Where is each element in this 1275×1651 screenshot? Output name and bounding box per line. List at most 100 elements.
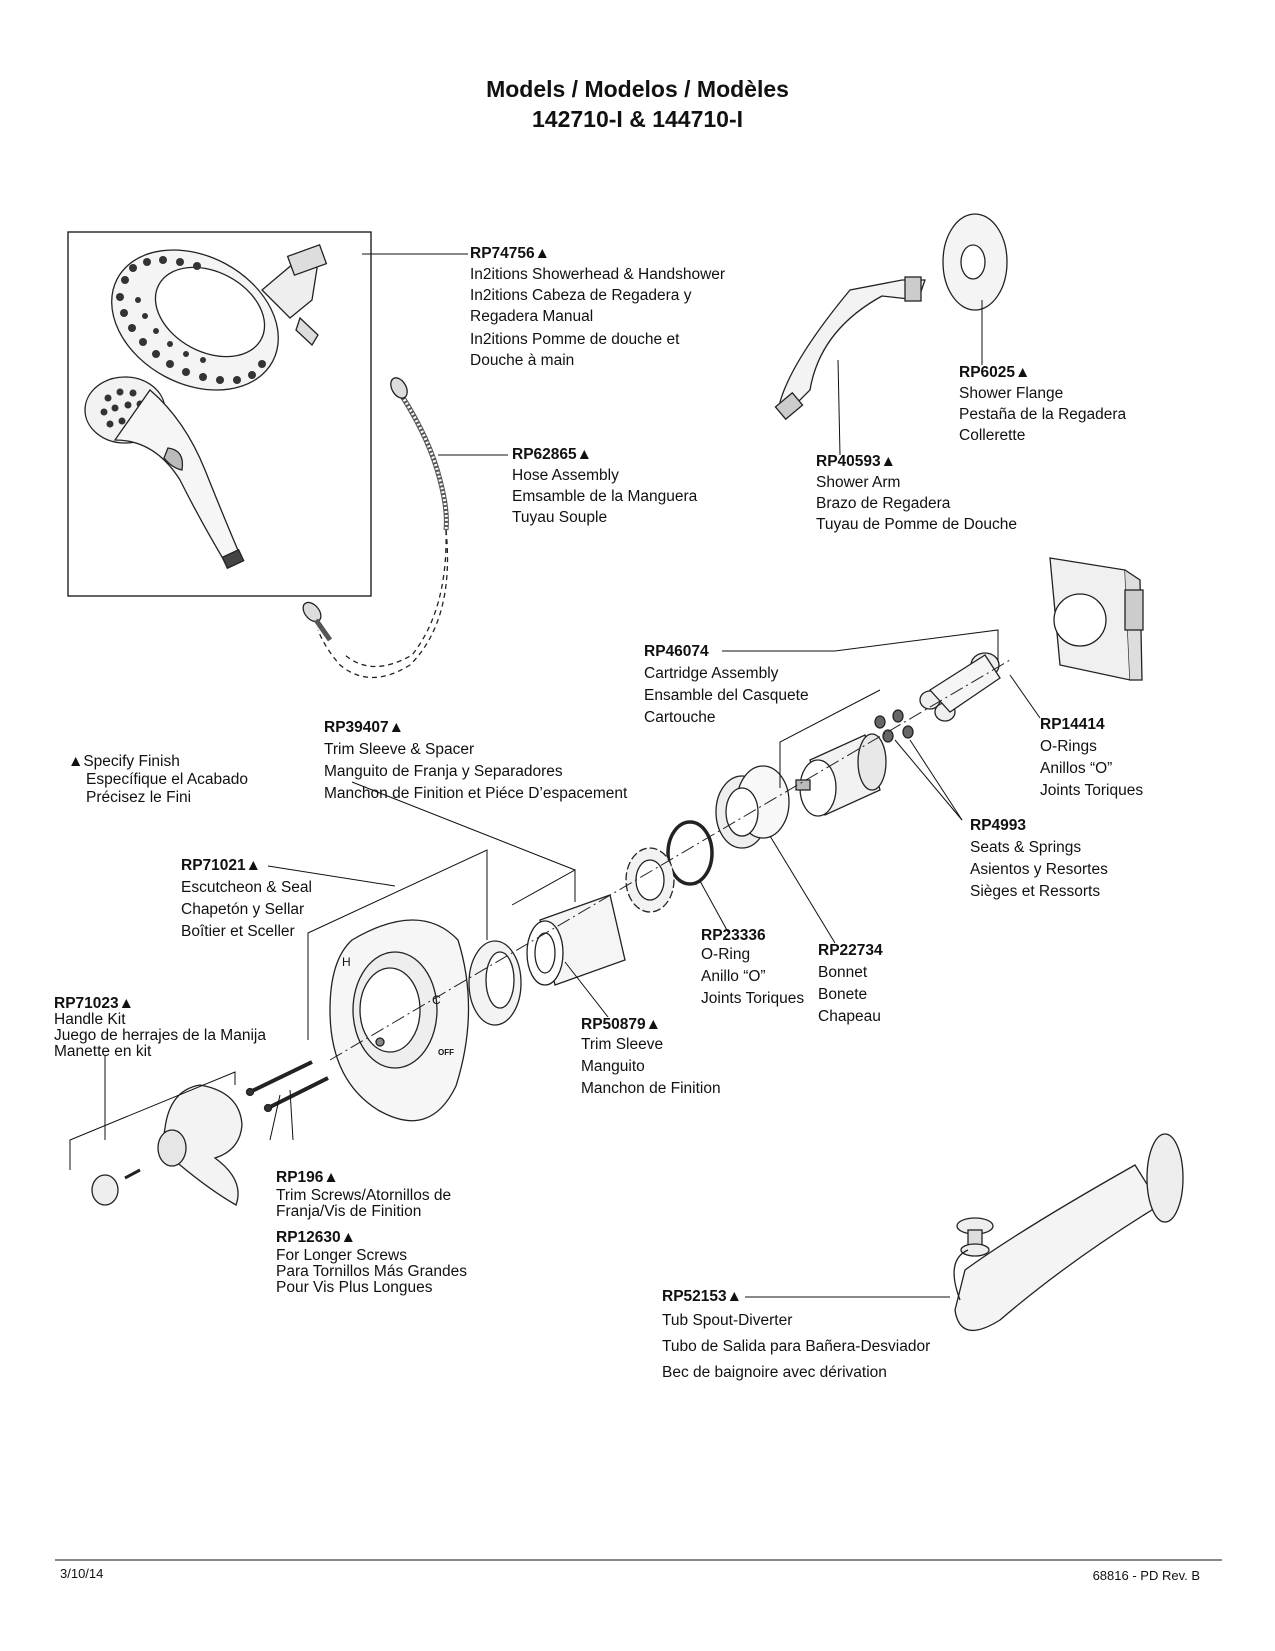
part-label-rp46074: RP46074 Cartridge Assembly Ensamble del … xyxy=(644,641,809,729)
part-number: RP14414 xyxy=(1040,716,1105,733)
part-desc-es: Juego de herrajes de la Manija xyxy=(54,1027,266,1044)
part-desc-en: Cartridge Assembly xyxy=(644,665,779,682)
part-label-rp74756: RP74756▲ In2itions Showerhead & Handshow… xyxy=(470,243,725,371)
part-number: RP62865▲ xyxy=(512,446,592,463)
part-number: RP46074 xyxy=(644,643,709,660)
part-label-rp196: RP196▲ Trim Screws/Atornillos de Franja/… xyxy=(276,1168,451,1220)
part-number: RP12630▲ xyxy=(276,1229,356,1246)
part-desc-fr: Chapeau xyxy=(818,1008,881,1025)
part-number: RP23336 xyxy=(701,927,766,944)
part-desc-fr: Tuyau de Pomme de Douche xyxy=(816,516,1018,533)
part-desc-en: O-Ring xyxy=(701,946,751,963)
part-desc-fr: Cartouche xyxy=(644,709,716,726)
footer-date: 3/10/14 xyxy=(60,1566,104,1581)
part-desc-es: Emsamble de la Manguera xyxy=(512,488,698,505)
part-desc: Trim Screws/Atornillos de xyxy=(276,1187,452,1204)
part-label-rp71021: RP71021▲ Escutcheon & Seal Chapetón y Se… xyxy=(181,855,312,943)
part-desc-fr: Joints Toriques xyxy=(1040,782,1144,799)
showerhead-drawing xyxy=(111,243,328,391)
part-desc-es: Chapetón y Sellar xyxy=(181,901,305,918)
part-label-rp6025: RP6025▲ Shower Flange Pestaña de la Rega… xyxy=(959,362,1126,446)
handle-drawing xyxy=(91,1084,243,1206)
hose-drawing xyxy=(302,377,449,678)
escutcheon-plate-drawing xyxy=(329,919,470,1122)
page-title: Models / Modelos / Modèles xyxy=(486,76,789,102)
part-desc-en: In2itions Showerhead & Handshower xyxy=(470,266,726,283)
part-desc-fr: Joints Toriques xyxy=(701,990,805,1007)
bonnet-drawing xyxy=(715,765,790,849)
part-label-rp62865: RP62865▲ Hose Assembly Emsamble de la Ma… xyxy=(512,444,697,528)
part-number: RP39407▲ xyxy=(324,719,404,736)
part-number: RP22734 xyxy=(818,942,883,959)
part-desc-es: Tubo de Salida para Bañera-Desviador xyxy=(662,1338,931,1355)
part-desc-es: Pestaña de la Regadera xyxy=(959,406,1127,423)
part-desc-fr-cont: Douche à main xyxy=(470,352,575,369)
part-desc-es: Anillos “O” xyxy=(1040,760,1113,777)
part-label-rp22734: RP22734 Bonnet Bonete Chapeau xyxy=(818,940,883,1028)
seats-springs-drawing xyxy=(874,709,914,743)
part-label-rp52153: RP52153▲ Tub Spout-Diverter Tubo de Sali… xyxy=(662,1286,930,1386)
valve-body-drawing xyxy=(1049,557,1144,681)
part-desc-fr: In2itions Pomme de douche et xyxy=(470,331,680,348)
specify-finish-note: ▲Specify Finish Específique el Acabado P… xyxy=(68,753,248,807)
finish-note-en: ▲Specify Finish xyxy=(68,753,180,770)
off-mark: OFF xyxy=(438,1048,454,1057)
trim-screws-drawing xyxy=(245,1060,329,1113)
part-desc-fr: Boîtier et Sceller xyxy=(181,923,295,940)
part-desc-en: O-Rings xyxy=(1040,738,1097,755)
part-desc-es-cont: Regadera Manual xyxy=(470,308,594,325)
finish-note-es: Específique el Acabado xyxy=(86,771,249,788)
model-numbers: 142710-I & 144710-I xyxy=(532,106,743,132)
part-desc-fr: Sièges et Ressorts xyxy=(970,883,1101,900)
part-number: RP196▲ xyxy=(276,1169,339,1186)
part-desc-es: Manguito de Franja y Separadores xyxy=(324,763,563,780)
o-ring-fittings-drawing xyxy=(919,652,1001,722)
part-number: RP6025▲ xyxy=(959,364,1031,381)
part-desc-en: Escutcheon & Seal xyxy=(181,879,312,896)
leader-lines xyxy=(69,253,1041,1298)
part-desc-fr: Manchon de Finition xyxy=(581,1080,721,1097)
part-number: RP71021▲ xyxy=(181,857,261,874)
part-desc-es: Asientos y Resortes xyxy=(970,861,1108,878)
part-desc-fr: Collerette xyxy=(959,427,1026,444)
part-number: RP71023▲ xyxy=(54,995,134,1012)
part-desc-en: Handle Kit xyxy=(54,1011,126,1028)
shower-flange-drawing xyxy=(942,213,1008,311)
finish-note-fr: Précisez le Fini xyxy=(86,789,192,806)
part-label-rp14414: RP14414 O-Rings Anillos “O” Joints Toriq… xyxy=(1040,714,1143,802)
part-desc-en: For Longer Screws xyxy=(276,1247,407,1264)
part-desc-en: Shower Arm xyxy=(816,474,901,491)
part-label-rp71023: RP71023▲ Handle Kit Juego de herrajes de… xyxy=(54,996,266,1060)
part-desc-en: Trim Sleeve xyxy=(581,1036,664,1053)
part-label-rp39407: RP39407▲ Trim Sleeve & Spacer Manguito d… xyxy=(324,717,627,805)
part-label-rp4993: RP4993 Seats & Springs Asientos y Resort… xyxy=(970,815,1108,903)
part-desc-en: Hose Assembly xyxy=(512,467,619,484)
part-desc-en: Tub Spout-Diverter xyxy=(662,1312,793,1329)
showerhead-inset-box xyxy=(67,231,372,597)
part-desc-es: In2itions Cabeza de Regadera y xyxy=(470,287,692,304)
part-desc-en: Bonnet xyxy=(818,964,868,981)
part-desc-es: Ensamble del Casquete xyxy=(644,687,809,704)
part-number: RP52153▲ xyxy=(662,1288,742,1305)
part-desc-es: Brazo de Regadera xyxy=(816,495,951,512)
handshower-drawing xyxy=(84,376,245,570)
part-desc-es: Manguito xyxy=(581,1058,645,1075)
part-desc-es: Bonete xyxy=(818,986,868,1003)
part-desc-fr: Manette en kit xyxy=(54,1043,152,1060)
part-label-rp50879: RP50879▲ Trim Sleeve Manguito Manchon de… xyxy=(581,1016,721,1100)
part-desc-cont: Franja/Vis de Finition xyxy=(276,1203,422,1220)
part-number: RP74756▲ xyxy=(470,245,550,262)
cold-mark: C xyxy=(432,993,441,1007)
part-number: RP40593▲ xyxy=(816,453,896,470)
shower-arm-drawing xyxy=(774,276,926,421)
tub-spout-drawing xyxy=(953,1133,1184,1332)
part-desc-fr: Manchon de Finition et Piéce D’espacemen… xyxy=(324,785,628,802)
part-desc-es: Para Tornillos Más Grandes xyxy=(276,1263,467,1280)
part-number: RP50879▲ xyxy=(581,1016,661,1033)
part-desc-es: Anillo “O” xyxy=(701,968,766,985)
part-desc-fr: Tuyau Souple xyxy=(512,509,608,526)
o-ring-drawing xyxy=(666,820,714,886)
assembly-centerline xyxy=(329,659,1011,1061)
spacer-drawing xyxy=(625,847,675,913)
footer-doc-number: 68816 - PD Rev. B xyxy=(1092,1568,1200,1583)
